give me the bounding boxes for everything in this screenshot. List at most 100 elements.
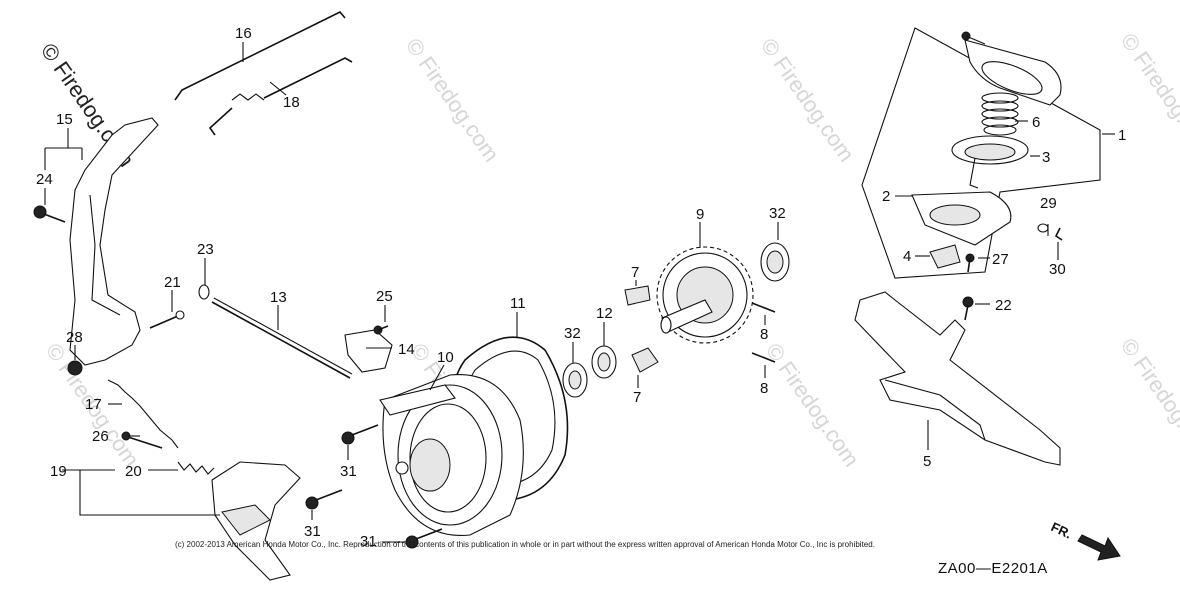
watermark-1: © Firedog.com xyxy=(401,34,504,167)
diaphragm-rod xyxy=(969,157,979,189)
front-arrow-icon xyxy=(1077,534,1121,561)
label-part-16: 16 xyxy=(235,25,252,42)
rod-18-b xyxy=(263,57,353,99)
bolt-24 xyxy=(33,205,47,219)
shaft-13 xyxy=(211,301,351,379)
label-part-22: 22 xyxy=(995,297,1012,314)
diaphragm-center xyxy=(964,143,1016,161)
label-part-8-lower: 8 xyxy=(760,380,768,397)
bracket-5-body xyxy=(854,291,1061,466)
watermark-6: © Firedog.com xyxy=(761,339,864,472)
case-flange xyxy=(379,384,456,416)
label-part-14: 14 xyxy=(398,341,415,358)
label-part-12: 12 xyxy=(596,305,613,322)
label-part-28: 28 xyxy=(66,329,83,346)
bracket-5-edge xyxy=(884,379,986,441)
front-indicator: FR. xyxy=(1049,519,1121,561)
base-bowl xyxy=(929,204,981,226)
cover-screw-shaft xyxy=(965,35,986,45)
plate-14 xyxy=(344,329,393,373)
label-part-26: 26 xyxy=(92,428,109,445)
case-ring xyxy=(409,403,487,513)
label-part-25: 25 xyxy=(376,288,393,305)
spool-12 xyxy=(591,345,617,379)
label-part-8-upper: 8 xyxy=(760,326,768,343)
spring-20 xyxy=(177,461,215,475)
lever-15 xyxy=(69,117,159,366)
label-part-11: 11 xyxy=(510,295,526,312)
spring-17 xyxy=(107,379,179,449)
label-part-20: 20 xyxy=(125,463,142,480)
diagram-code: ZA00—E2201A xyxy=(938,560,1048,577)
bracket-19-detail xyxy=(221,504,271,536)
label-part-15: 15 xyxy=(56,111,73,128)
gear-shaft-end xyxy=(660,316,672,334)
label-part-21: 21 xyxy=(164,274,181,291)
lever-15-body xyxy=(69,117,159,366)
rod-18-a xyxy=(208,107,233,136)
label-part-3: 3 xyxy=(1042,149,1050,166)
label-part-18: 18 xyxy=(283,94,300,111)
bolt-24-shaft xyxy=(43,213,66,223)
label-part-4: 4 xyxy=(903,248,911,265)
group-15-bracket xyxy=(44,147,83,170)
label-part-23: 23 xyxy=(197,241,214,258)
label-part-19: 19 xyxy=(50,463,67,480)
weight-7-upper xyxy=(624,285,651,306)
pin-8-lower xyxy=(751,352,776,363)
bearing-inner-lower xyxy=(568,370,582,390)
label-part-32-upper: 32 xyxy=(769,205,786,222)
screw-27-shaft xyxy=(967,257,971,273)
label-part-31-b: 31 xyxy=(304,523,321,540)
lever-15-edge xyxy=(89,194,121,316)
rod-16 xyxy=(174,11,346,101)
bolt-25-shaft xyxy=(377,325,389,331)
pin-8-upper xyxy=(751,302,776,313)
group-19-bracket xyxy=(79,469,220,516)
label-part-17: 17 xyxy=(85,396,102,413)
label-part-6: 6 xyxy=(1032,114,1040,131)
label-part-24: 24 xyxy=(36,171,53,188)
bolt-26 xyxy=(127,436,163,449)
label-part-30: 30 xyxy=(1049,261,1066,278)
washer-23 xyxy=(198,284,210,300)
bearing-inner xyxy=(766,250,784,274)
label-part-10: 10 xyxy=(437,349,454,366)
case-boss xyxy=(395,461,409,475)
top-cover-dome xyxy=(981,61,1043,95)
bolt-22-shaft xyxy=(964,304,969,321)
front-label: FR. xyxy=(1049,519,1074,541)
label-part-31-c: 31 xyxy=(360,533,377,550)
label-part-29: 29 xyxy=(1040,195,1057,212)
valve-4 xyxy=(929,244,961,269)
governor-cover-assembly xyxy=(861,27,1101,279)
gear-9 xyxy=(656,246,754,344)
label-part-9: 9 xyxy=(696,206,704,223)
bearing-32-lower xyxy=(562,362,588,398)
nut-28 xyxy=(67,360,83,376)
copyright-notice: (c) 2002-2013 American Honda Motor Co., … xyxy=(175,540,875,549)
bolt-31-b xyxy=(305,489,343,510)
label-part-2: 2 xyxy=(882,188,890,205)
bolt-31-c xyxy=(405,528,443,549)
bolt-21 xyxy=(149,315,179,329)
watermark-7: © Firedog.com xyxy=(1116,334,1180,467)
spring-6 xyxy=(981,92,1019,136)
label-part-7-upper: 7 xyxy=(631,264,639,281)
bracket-5 xyxy=(854,291,1061,466)
screw-30 xyxy=(1054,227,1063,241)
weight-7-lower xyxy=(631,347,659,373)
spring-18 xyxy=(231,93,265,101)
leader-lines xyxy=(44,42,1115,543)
bolt-31-a xyxy=(341,424,379,445)
part-labels: 1 2 3 4 5 6 7 7 8 8 9 10 11 12 13 14 15 … xyxy=(36,25,1126,550)
label-part-13: 13 xyxy=(270,289,287,306)
label-part-27: 27 xyxy=(992,251,1009,268)
watermark-2: © Firedog.com xyxy=(756,34,859,167)
bearing-32-upper xyxy=(760,242,790,282)
case-hub xyxy=(409,438,451,492)
label-part-32-lower: 32 xyxy=(564,325,581,342)
label-part-1: 1 xyxy=(1118,127,1126,144)
